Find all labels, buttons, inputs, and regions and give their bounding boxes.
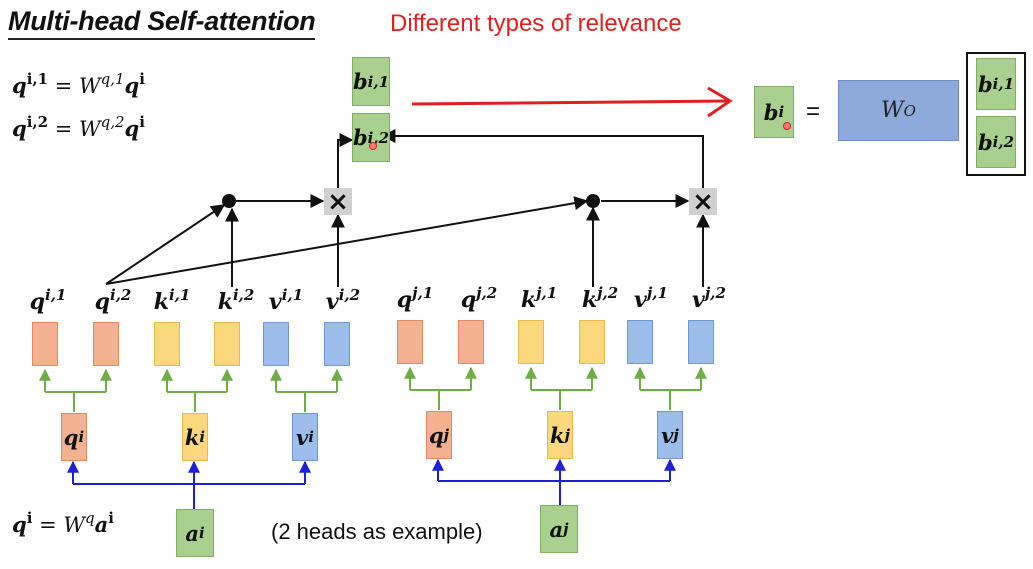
label-v-j-1: vj,1 <box>634 284 668 313</box>
subtitle: Different types of relevance <box>390 10 682 37</box>
head-box-q-j-2 <box>458 320 484 364</box>
label-q-j-2: qj,2 <box>460 284 498 313</box>
pointer-dot-1 <box>369 142 377 150</box>
head-box-q-i-2 <box>93 322 119 366</box>
red-arrow <box>411 86 733 118</box>
label-k-j-1: kj,1 <box>520 284 558 313</box>
equation-q-i-2: qi,2 = Wq,2qi <box>12 113 145 141</box>
label-q-i-2: qi,2 <box>94 286 132 315</box>
head-box-k-i-1 <box>154 322 180 366</box>
input-lines-j <box>432 458 676 505</box>
label-q-i-1: qi,1 <box>29 286 67 315</box>
pointer-dot-2 <box>783 122 791 130</box>
head-box-v-j-1 <box>627 320 653 364</box>
head-box-v-i-1 <box>263 322 289 366</box>
dot-product-node-2 <box>586 194 600 208</box>
label-k-i-2: ki,2 <box>217 286 255 315</box>
split-lines <box>39 366 707 412</box>
multiply-node-1: × <box>324 187 352 217</box>
label-k-i-1: ki,1 <box>153 286 191 315</box>
equation-q-i: qi = Wqai <box>12 509 114 537</box>
head-box-k-i-2 <box>214 322 240 366</box>
equals-sign: = <box>806 98 821 125</box>
multiply-node-2: × <box>689 187 717 217</box>
input-lines-i <box>67 460 311 510</box>
label-q-j-1: qj,1 <box>396 284 434 313</box>
head-box-k-j-2 <box>579 320 605 364</box>
concat-frame <box>966 52 1026 176</box>
multiply-symbol-1: × <box>327 187 349 217</box>
equation-q-i-1: qi,1 = Wq,1qi <box>12 70 145 98</box>
label-v-j-2: vj,2 <box>692 284 726 313</box>
head-box-q-j-1 <box>397 320 423 364</box>
label-v-i-1: vi,1 <box>268 286 304 315</box>
multiply-symbol-2: × <box>692 187 714 217</box>
head-box-v-i-2 <box>324 322 350 366</box>
dot-product-node-1 <box>222 194 236 208</box>
label-v-i-2: vi,2 <box>325 286 361 315</box>
attention-lines <box>105 129 710 287</box>
head-box-q-i-1 <box>32 322 58 366</box>
head-box-v-j-2 <box>688 320 714 364</box>
example-note: (2 heads as example) <box>271 519 483 544</box>
page-title: Multi-head Self-attention <box>8 6 316 40</box>
label-k-j-2: kj,2 <box>581 284 619 313</box>
head-box-k-j-1 <box>518 320 544 364</box>
